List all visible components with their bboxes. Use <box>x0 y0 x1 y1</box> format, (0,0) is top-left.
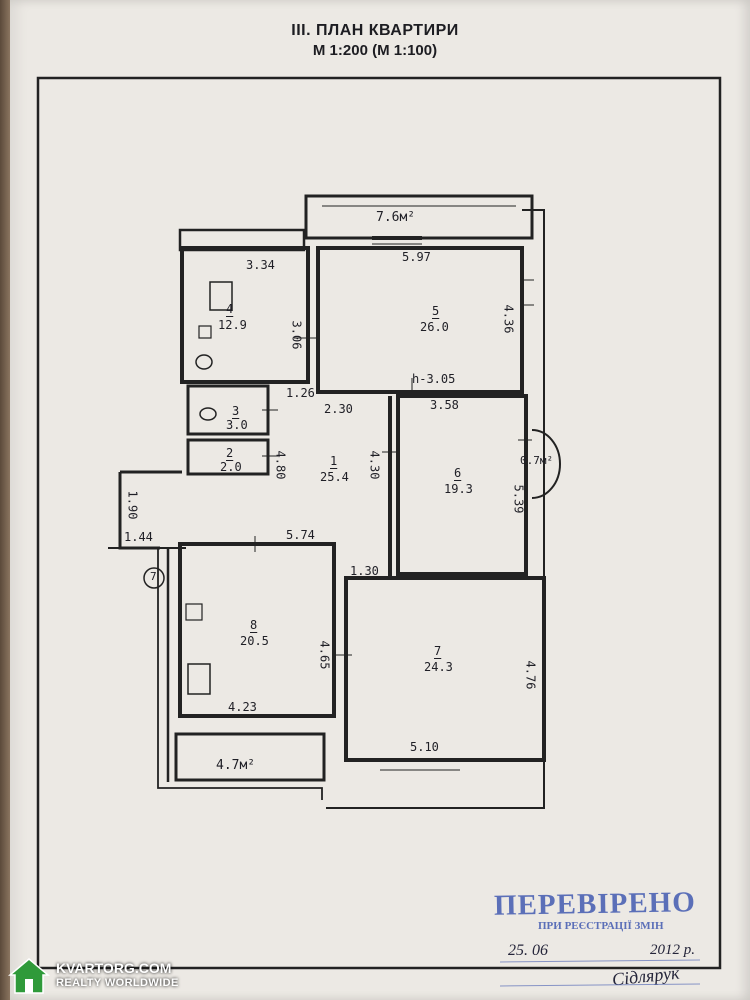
room-8-number: 8 <box>250 618 258 632</box>
plan-title: III. ПЛАН КВАРТИРИ <box>291 22 459 39</box>
room-2-area: 2.0 <box>220 460 242 474</box>
balcony-bottom-outline <box>174 732 326 782</box>
room-3-number: 3 <box>232 404 240 418</box>
stamp-date-day: 25. 06 <box>508 942 548 959</box>
room-4-number: 4 <box>226 302 234 316</box>
room-7-number: 7 <box>434 644 442 658</box>
dim-4-80: 4.80 <box>273 450 288 480</box>
room-6-outline <box>396 394 528 576</box>
room-5-number: 5 <box>432 304 440 318</box>
dim-5-97: 5.97 <box>402 250 431 264</box>
stamp-subtitle: ПРИ РЕЄСТРАЦІЇ ЗМІН <box>538 920 664 932</box>
dim-1-30: 1.30 <box>350 564 379 578</box>
dim-3-06: 3.06 <box>289 320 304 350</box>
dim-1-44: 1.44 <box>124 530 153 544</box>
room-1-number: 1 <box>330 454 338 468</box>
section-marker-label: 7 <box>150 570 157 583</box>
room-4-area: 12.9 <box>218 318 247 332</box>
section-marker-circle <box>143 567 165 589</box>
balcony-top-outline <box>304 194 534 240</box>
watermark-brand: KVARTORG.COM <box>56 960 172 976</box>
dim-5-39: 5.39 <box>511 484 526 514</box>
room-5-area: 26.0 <box>420 320 449 334</box>
stamp-title: ПЕРЕВІРЕНО <box>493 886 697 922</box>
room-4-outline <box>180 246 310 384</box>
balcony-bottom-area: 4.7м² <box>216 758 256 773</box>
bay-window-area: 0.7м² <box>520 454 554 467</box>
dim-5-10: 5.10 <box>410 740 439 754</box>
dim-4-30: 4.30 <box>367 450 382 480</box>
dim-4-76: 4.76 <box>523 660 538 690</box>
dim-3-58: 3.58 <box>430 398 459 412</box>
watermark-tagline: REALTY WORLDWIDE <box>56 977 179 989</box>
dim-3-34: 3.34 <box>246 258 275 272</box>
plan-scale: М 1:200 (М 1:100) <box>312 42 438 59</box>
room-5-outline <box>316 246 524 394</box>
watermark-logo: KVARTORG.COM REALTY WORLDWIDE <box>8 956 179 996</box>
room-2-number: 2 <box>226 446 234 460</box>
room-8-area: 20.5 <box>240 634 269 648</box>
dim-4-23: 4.23 <box>228 700 257 714</box>
room-2-outline <box>186 438 270 476</box>
dim-4-65: 4.65 <box>317 640 332 670</box>
stamp-date-year: 2012 р. <box>650 942 695 958</box>
dim-1-26: 1.26 <box>286 386 315 400</box>
room-6-number: 6 <box>454 466 462 480</box>
house-icon <box>8 958 50 994</box>
dim-1-90: 1.90 <box>125 490 140 520</box>
room-6-area: 19.3 <box>444 482 473 496</box>
dim-4-36: 4.36 <box>501 304 516 334</box>
balcony-top-area: 7.6м² <box>376 210 416 225</box>
dim-5-74: 5.74 <box>286 528 315 542</box>
room-1-area: 25.4 <box>320 470 349 484</box>
dim-h-3-05: h-3.05 <box>412 372 456 386</box>
sheet-frame <box>36 76 722 970</box>
room-3-area: 3.0 <box>226 418 248 432</box>
dim-2-30: 2.30 <box>324 402 353 416</box>
room-7-area: 24.3 <box>424 660 453 674</box>
